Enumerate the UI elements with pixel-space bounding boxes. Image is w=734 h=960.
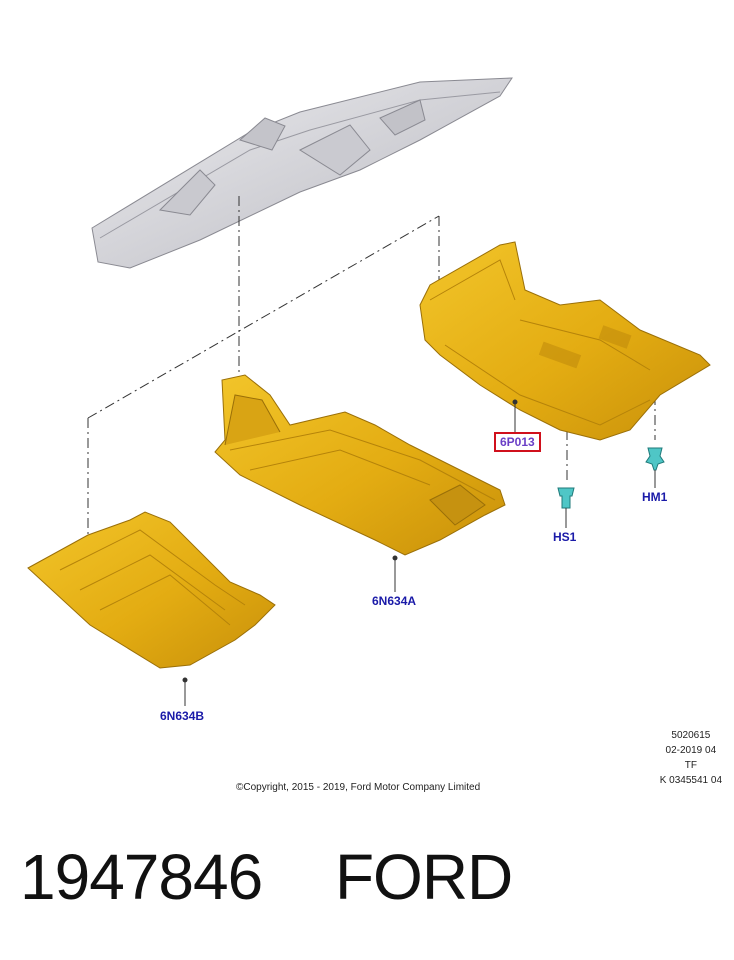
illustration-number: K 0345541 04	[659, 775, 722, 786]
callout-hm1[interactable]: HM1	[642, 490, 668, 504]
clip-hs1	[557, 487, 575, 509]
copyright-notice: ©Copyright, 2015 - 2019, Ford Motor Comp…	[236, 782, 481, 793]
drawing-date: 02-2019 04	[665, 745, 717, 756]
callout-hs1[interactable]: HS1	[553, 530, 577, 544]
brand-name: FORD	[334, 841, 513, 913]
part-caption: 1947846 FORD	[20, 840, 513, 914]
drawing-metadata: 5020615 02-2019 04 TF K 0345541 04	[660, 728, 722, 788]
shield-6n634a	[214, 374, 506, 556]
drawing-code: TF	[684, 760, 697, 771]
drawing-ref: 5020615	[671, 730, 711, 741]
clip-hm1	[645, 447, 665, 471]
callout-leaders	[182, 399, 656, 706]
frame-crossmember	[91, 77, 513, 269]
callout-6n634b[interactable]: 6N634B	[160, 709, 205, 723]
shield-6n634b	[27, 511, 276, 669]
shield-6p013	[419, 241, 711, 441]
part-number: 1947846	[20, 841, 263, 913]
callout-6p013[interactable]: 6P013	[494, 432, 541, 452]
callout-6n634a[interactable]: 6N634A	[372, 594, 417, 608]
exploded-diagram	[27, 77, 711, 706]
leader-lines	[87, 196, 656, 535]
